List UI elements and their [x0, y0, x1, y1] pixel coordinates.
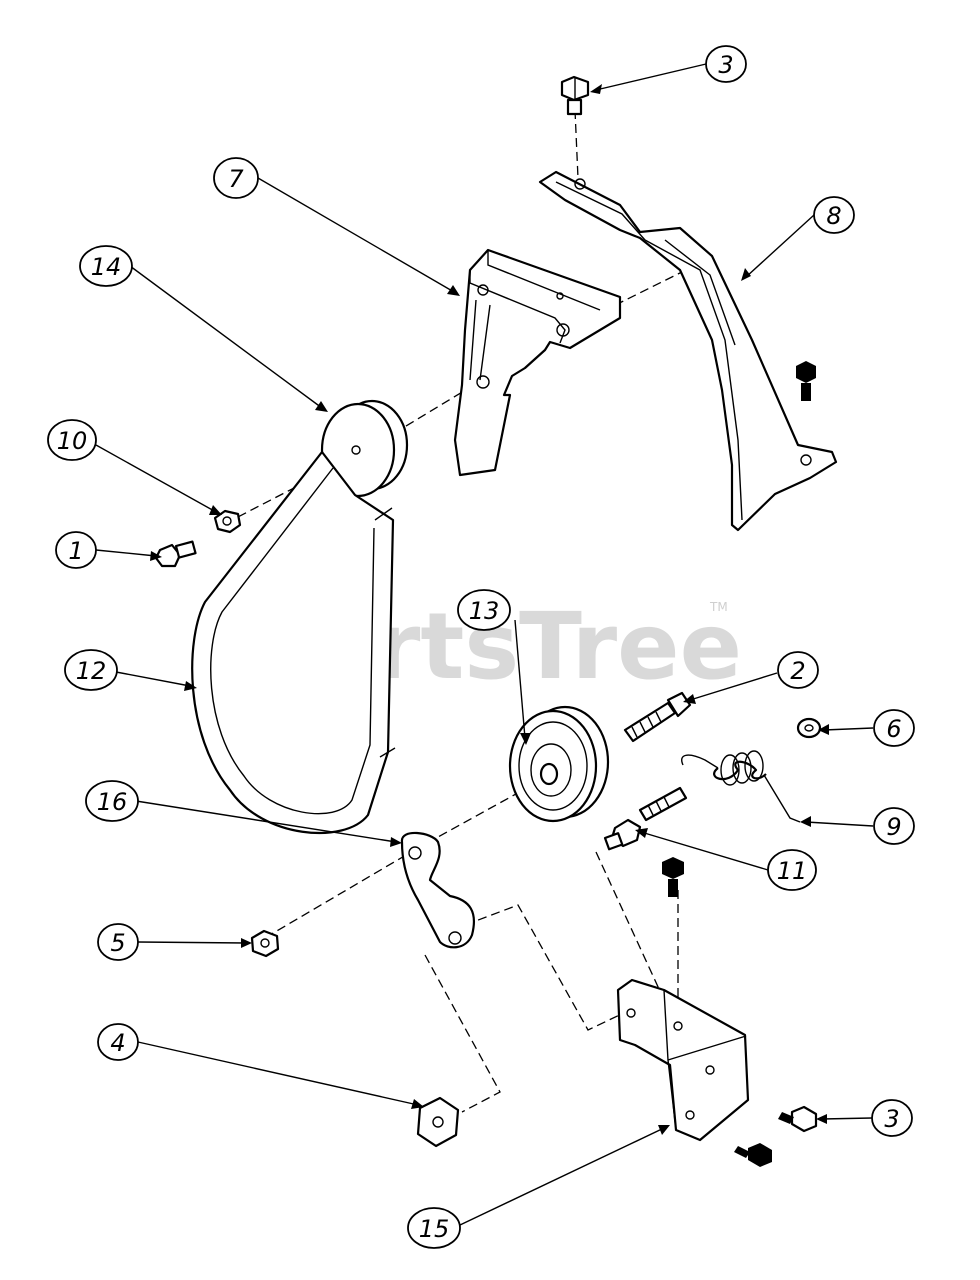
- callout-8: 8: [813, 196, 855, 234]
- spring-part-9: [681, 750, 801, 823]
- callout-2-label: 2: [790, 657, 805, 685]
- callout-15-label: 15: [419, 1215, 450, 1243]
- shoulder-bolt-part-11: [603, 786, 688, 851]
- nut-part-5: [250, 929, 280, 958]
- callout-8-label: 8: [826, 202, 841, 230]
- callout-9: 9: [873, 807, 915, 845]
- washer-part-6: [796, 717, 822, 739]
- plate-nut-part-4: [416, 1096, 460, 1148]
- callout-3-bottom-label: 3: [884, 1105, 899, 1133]
- callout-3-bottom: 3: [871, 1099, 913, 1137]
- callout-14: 14: [79, 245, 133, 287]
- callout-6: 6: [873, 709, 915, 747]
- callout-15: 15: [407, 1207, 461, 1249]
- callout-2: 2: [777, 651, 819, 689]
- belt-part-12: [191, 450, 396, 834]
- callout-1: 1: [55, 531, 97, 569]
- bolt-part-1: [154, 540, 197, 568]
- callout-7: 7: [213, 157, 259, 199]
- idler-arm-part-16: [400, 831, 476, 949]
- callout-10-label: 10: [57, 427, 88, 455]
- callout-16: 16: [85, 780, 139, 822]
- callout-5-label: 5: [110, 929, 125, 957]
- bolt-part-3-top: [560, 75, 590, 116]
- callout-9-label: 9: [886, 813, 901, 841]
- callout-4: 4: [97, 1023, 139, 1061]
- bolt-lower-bracket: [662, 857, 684, 897]
- pulley-part-14: [320, 399, 409, 498]
- callout-3-top-label: 3: [718, 51, 733, 79]
- callout-7-label: 7: [228, 165, 244, 193]
- callouts: 3 7 8 14 10 1 12 13: [47, 45, 915, 1249]
- callout-13: 13: [457, 589, 511, 631]
- callout-14-label: 14: [91, 253, 122, 281]
- callout-11: 11: [767, 849, 817, 891]
- nut-part-10: [213, 509, 242, 534]
- callout-12: 12: [64, 649, 118, 691]
- callout-3-top: 3: [705, 45, 747, 83]
- callout-12-label: 12: [76, 657, 107, 685]
- watermark-tm: TM: [709, 600, 728, 614]
- pulley-part-13: [508, 705, 610, 823]
- callout-13-label: 13: [469, 597, 500, 625]
- lower-bracket-part-15: [616, 978, 750, 1142]
- bolt-lower-bracket-front: [734, 1143, 772, 1167]
- bolt-part-3-bottom: [778, 1105, 818, 1133]
- callout-16-label: 16: [97, 788, 128, 816]
- bolt-shield: [796, 361, 816, 401]
- callout-10: 10: [47, 419, 97, 461]
- shield-part-8: [538, 170, 838, 532]
- callout-6-label: 6: [886, 715, 901, 743]
- leader-lines: [95, 63, 874, 1226]
- callout-11-label: 11: [777, 857, 808, 885]
- callout-1-label: 1: [68, 537, 83, 565]
- callout-5: 5: [97, 923, 139, 961]
- upper-bracket-part-7: [453, 248, 622, 477]
- callout-4-label: 4: [110, 1029, 125, 1057]
- shoulder-bolt-part-2: [623, 691, 692, 743]
